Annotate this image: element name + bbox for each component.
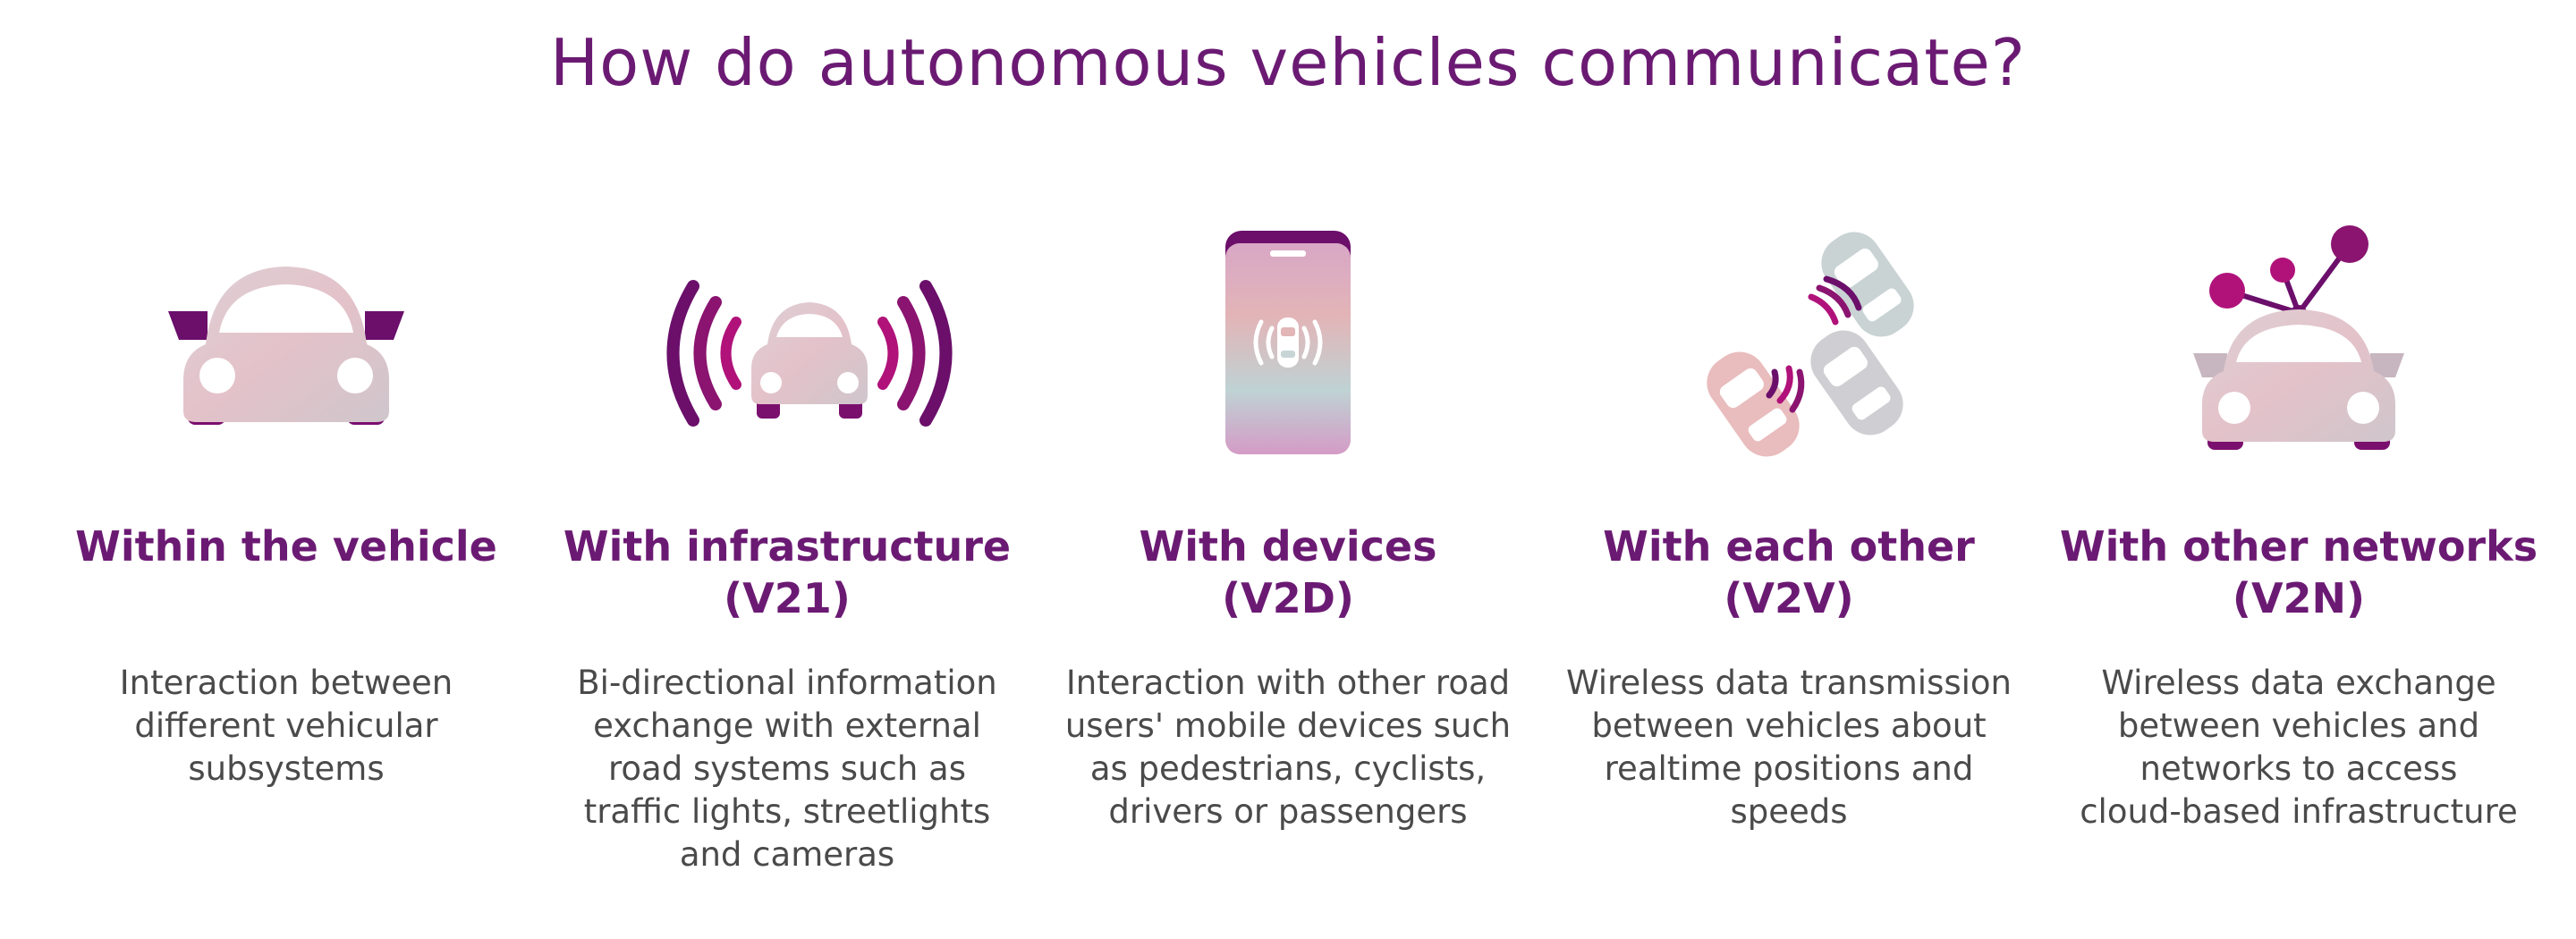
description-line: speeds: [1730, 792, 1848, 831]
description-line: different vehicular: [134, 706, 438, 745]
heading-line: (V2D): [1222, 574, 1354, 622]
description-line: Interaction with other road: [1065, 664, 1511, 702]
description-line: between vehicles about: [1591, 706, 1987, 745]
column-infrastructure: With infrastructure (V21) Bi-directional…: [537, 197, 1038, 912]
description-line: road systems such as: [608, 749, 966, 788]
column-heading: With each other (V2V): [1538, 520, 2039, 624]
column-each-other: With each other (V2V) Wireless data tran…: [1538, 197, 2039, 912]
heading-line: (V2N): [2232, 574, 2366, 622]
column-other-networks: With other networks (V2N) Wireless data …: [2048, 197, 2549, 912]
description-line: between vehicles and: [2117, 706, 2480, 745]
heading-line: With each other: [1603, 522, 1975, 571]
heading-line: (V2V): [1724, 574, 1854, 622]
column-description: Interaction with other road users' mobil…: [1038, 662, 1538, 833]
column-heading: With devices (V2D): [1038, 520, 1538, 624]
description-line: exchange with external: [593, 706, 981, 745]
car-network-icon: [2048, 197, 2549, 501]
heading-line: Within the vehicle: [75, 522, 497, 571]
description-line: networks to access: [2140, 749, 2458, 788]
description-line: traffic lights, streetlights: [583, 792, 991, 831]
heading-line: With devices: [1139, 522, 1437, 571]
heading-line: With other networks: [2059, 522, 2538, 571]
description-line: drivers or passengers: [1108, 792, 1468, 831]
description-line: Wireless data exchange: [2101, 664, 2496, 702]
column-heading: Within the vehicle: [36, 520, 537, 572]
description-line: and cameras: [679, 835, 895, 874]
column-devices: With devices (V2D) Interaction with othe…: [1038, 197, 1538, 912]
description-line: subsystems: [188, 749, 385, 788]
column-description: Wireless data exchange between vehicles …: [2048, 662, 2549, 833]
column-heading: With infrastructure (V21): [537, 520, 1038, 624]
column-heading: With other networks (V2N): [2048, 520, 2549, 624]
description-line: cloud-based infrastructure: [2080, 792, 2518, 831]
cars-communicating-icon: [1538, 197, 2039, 501]
heading-line: With infrastructure: [563, 522, 1012, 571]
description-line: realtime positions and: [1604, 749, 1974, 788]
description-line: users' mobile devices such: [1064, 706, 1512, 745]
column-description: Bi-directional information exchange with…: [537, 662, 1038, 876]
description-line: Bi-directional information: [577, 664, 997, 702]
car-signal-icon: [537, 197, 1038, 501]
column-description: Wireless data transmission between vehic…: [1538, 662, 2039, 833]
column-within-vehicle: Within the vehicle Interaction between d…: [36, 197, 537, 912]
column-description: Interaction between different vehicular …: [36, 662, 537, 791]
description-line: Wireless data transmission: [1565, 664, 2012, 702]
smartphone-car-icon: [1038, 197, 1538, 501]
heading-line: (V21): [724, 574, 851, 622]
page-title: How do autonomous vehicles communicate?: [550, 25, 2026, 100]
description-line: Interaction between: [119, 664, 453, 702]
car-icon: [36, 197, 537, 501]
description-line: as pedestrians, cyclists,: [1089, 749, 1487, 788]
